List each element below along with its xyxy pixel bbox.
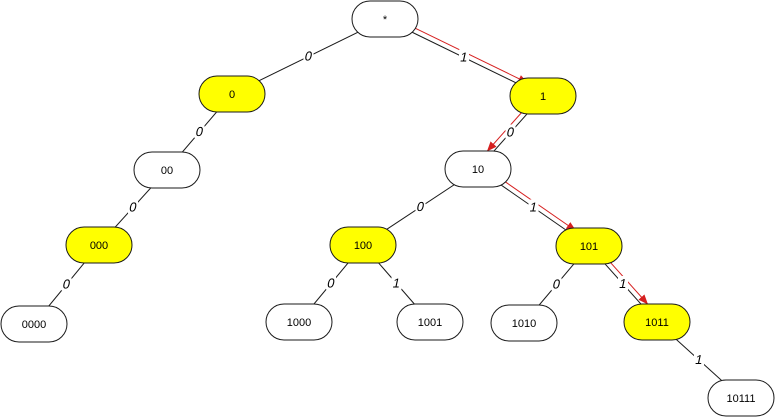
node-label: 1010 — [512, 318, 536, 330]
node-shape — [707, 379, 775, 417]
edge-label-bg — [326, 275, 336, 290]
node-shape — [509, 77, 577, 115]
node-shape — [444, 150, 512, 188]
node-0: 0 — [198, 75, 266, 113]
edge-label-text: 0 — [505, 125, 515, 140]
edge-label-text: 1 — [391, 276, 401, 291]
node-label: 0000 — [22, 319, 46, 331]
edge-label-text: 0 — [326, 276, 336, 291]
edge-label-bg — [61, 276, 72, 291]
edge-label-n101-n1010: 0 — [551, 276, 562, 292]
node-label: 000 — [90, 240, 108, 252]
edge-label-bg — [303, 48, 314, 63]
edge-label-text: 0 — [128, 200, 138, 215]
node-1: 1 — [509, 77, 577, 115]
node-label: 00 — [161, 165, 173, 177]
edge-label-text: 0 — [551, 277, 561, 292]
node-1010: 1010 — [490, 304, 558, 342]
edge-label-n1011-n10111: 1 — [694, 352, 704, 367]
node-label: 1011 — [645, 317, 669, 329]
node-101: 101 — [555, 227, 623, 265]
node-100: 100 — [329, 226, 397, 264]
edge-label-text: 1 — [528, 200, 538, 215]
node-label: 100 — [354, 240, 372, 252]
edge-label-n00-n000: 0 — [128, 199, 138, 215]
edge-label-root-n1: 1 — [459, 49, 469, 65]
edge-label-text: 1 — [618, 276, 628, 291]
node-shape — [65, 226, 133, 264]
node-00: 00 — [133, 151, 201, 189]
edge-label-bg — [128, 199, 138, 214]
edge-label-bg — [391, 275, 402, 290]
edge-label-bg — [618, 276, 628, 290]
edge-label-bg — [194, 124, 205, 138]
edge-label-bg — [694, 352, 704, 366]
edge-label-bg — [528, 199, 539, 214]
node-1011: 1011 — [623, 303, 691, 341]
node-000: 000 — [65, 226, 133, 264]
edge-label-bg — [459, 49, 469, 64]
edge-label-text: 0 — [61, 277, 71, 292]
node-shape — [0, 305, 68, 343]
edge-label-n000-n0000: 0 — [61, 276, 72, 292]
edge-label-n10-n100: 0 — [415, 199, 426, 214]
node-shape — [329, 226, 397, 264]
edge-label-text: 1 — [459, 50, 469, 65]
node-shape — [133, 151, 201, 189]
node-0000: 0000 — [0, 305, 68, 343]
edge-label-bg — [551, 276, 562, 291]
node-label: 10111 — [727, 393, 756, 405]
edge-label-bg — [505, 124, 516, 139]
edges-layer — [33, 18, 742, 399]
edge-label-text: 0 — [415, 199, 425, 214]
edge-label-text: 1 — [694, 352, 704, 367]
node-label: 1 — [540, 91, 546, 103]
edge-label-root-n0: 0 — [303, 48, 314, 64]
node-1000: 1000 — [265, 303, 333, 341]
edge-label-n101-n1011: 1 — [618, 276, 628, 291]
node-10111: 10111 — [707, 379, 775, 417]
edge-label-n100-n1000: 0 — [326, 275, 336, 291]
edge-label-n100-n1001: 1 — [391, 275, 402, 291]
node-shape — [396, 303, 464, 341]
node-shape — [198, 75, 266, 113]
node-root: * — [351, 0, 419, 38]
node-shape — [555, 227, 623, 265]
node-label: 1000 — [287, 317, 311, 329]
node-shape — [490, 304, 558, 342]
node-label: 0 — [229, 89, 235, 101]
edge-label-n0-n00: 0 — [194, 124, 205, 139]
edge-label-n10-n101: 1 — [528, 199, 539, 215]
edge-label-text: 0 — [303, 49, 313, 64]
node-label: 101 — [580, 241, 598, 253]
node-shape — [623, 303, 691, 341]
node-1001: 1001 — [396, 303, 464, 341]
edge-label-bg — [415, 199, 426, 213]
node-label: * — [383, 14, 388, 26]
node-label: 10 — [472, 164, 484, 176]
edge-label-text: 0 — [194, 124, 204, 139]
node-shape — [265, 303, 333, 341]
node-shape — [351, 0, 419, 38]
edge-label-n1-n10: 0 — [505, 124, 516, 140]
node-10: 10 — [444, 150, 512, 188]
node-label: 1001 — [418, 317, 442, 329]
